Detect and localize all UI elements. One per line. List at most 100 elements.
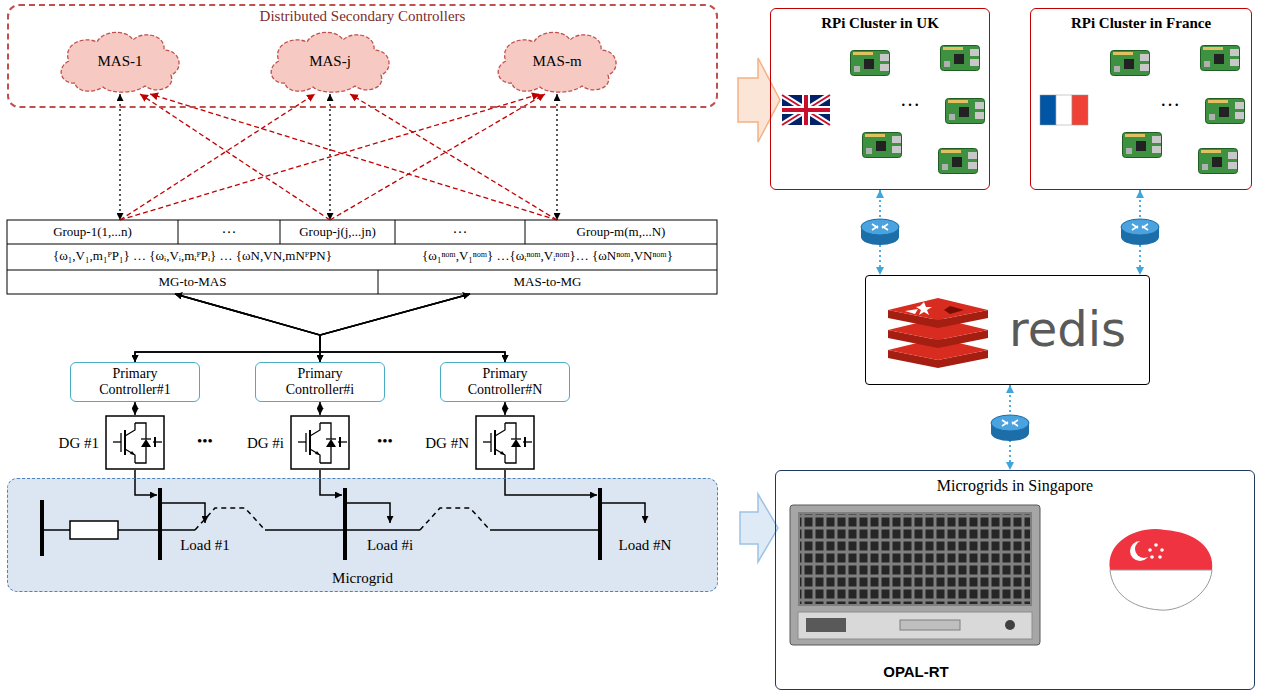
inverter-symbol: [339, 437, 341, 447]
node-text: Primary Controller#N: [447, 366, 563, 397]
connector: [504, 402, 506, 415]
cluster-box: RPi Cluster in UK: [770, 8, 990, 190]
load-label: Load #N: [615, 537, 675, 554]
redis-logo: [944, 306, 964, 314]
inverter-symbol: [298, 423, 347, 463]
node-text: DG #1: [59, 434, 99, 451]
node-text: MG-to-MAS: [159, 275, 227, 290]
inverter-symbol: [154, 437, 156, 447]
inverter-symbol: [475, 415, 535, 470]
node-text: Primary Controller#1: [77, 366, 193, 397]
microgrid-wiring: [70, 521, 118, 539]
ellipsis-dots: •••: [360, 433, 410, 450]
formula-text: {ω₁,V₁,m₁ᴾP₁} … {ωᵢ,Vᵢ,mᵢᴾPᵢ} … {ωN,VN,m…: [7, 249, 378, 264]
connector: [319, 402, 321, 415]
inverter-box: DG #N: [475, 415, 535, 470]
inverter-symbol: [298, 441, 306, 442]
group-table: [7, 220, 717, 294]
france-flag: [1072, 95, 1088, 125]
raspberry-pi-board: [1123, 133, 1162, 158]
microgrid-wiring: [320, 470, 342, 495]
opal-rt-simulator: [790, 505, 1040, 645]
microgrid-wiring: [345, 529, 420, 531]
group-table: [395, 220, 396, 244]
microgrid-wiring: [490, 529, 600, 531]
controller-box: Primary Controller#1: [70, 362, 200, 402]
agent-cloud: MAS-m: [492, 28, 622, 94]
inverter-symbol: [483, 441, 491, 442]
formula-text: {ω₁ⁿᵒᵐ,V₁ⁿᵒᵐ} …{ωᵢⁿᵒᵐ,Vᵢⁿᵒᵐ}… {ωNⁿᵒᵐ,VNⁿ…: [378, 249, 717, 264]
node-text: MAS-j: [309, 53, 351, 70]
group-table: [280, 220, 281, 244]
node-text: OPAL-RT: [791, 664, 1041, 681]
node-text: Microgrids in Singapore: [937, 477, 1093, 495]
connector: [120, 94, 540, 220]
node-text: Primary Controller#i: [262, 366, 378, 397]
inverter-symbol: [476, 416, 534, 469]
raspberry-pi-board: [851, 46, 1245, 174]
singapore-map: [1110, 570, 1212, 610]
connector: [120, 94, 315, 220]
cluster-box: RPi Cluster in France: [1030, 8, 1252, 190]
inverter-box: DG #i: [290, 415, 350, 470]
singapore-map: [1135, 540, 1153, 558]
mapping-arrow: [738, 58, 780, 562]
router-icon: [861, 219, 1159, 441]
table-cell: MAS-to-MG: [378, 270, 717, 294]
router-icon: [991, 415, 1029, 441]
redis-logo: [905, 309, 918, 314]
uk-flag: [782, 108, 830, 112]
france-flag: [1040, 95, 1088, 125]
controller-box: Primary Controller#N: [440, 362, 570, 402]
microgrid-wiring: [158, 488, 162, 560]
table-cell: Group-j(j,...jn): [280, 220, 395, 244]
node-text: MAS-1: [97, 53, 142, 70]
inverter-symbol: [141, 439, 151, 447]
redis-logo: [888, 298, 988, 368]
opal-rt-simulator: [798, 512, 1032, 606]
uk-flag: [782, 95, 830, 125]
mapping-arrow: [740, 494, 778, 562]
inverter-symbol: [291, 416, 349, 469]
connector: [330, 94, 545, 220]
singapore-map: [1110, 529, 1213, 570]
raspberry-pi-board: [939, 149, 978, 174]
microgrid-wiring: [160, 529, 195, 531]
inverter-symbol: [125, 449, 135, 463]
inverter-symbol: [505, 423, 516, 439]
microgrid-wiring: [265, 529, 345, 531]
ellipsis-dots: …: [1155, 88, 1185, 111]
inverter-symbol: [500, 451, 505, 455]
table-cell: Group-1(1,...n): [7, 220, 178, 244]
uk-flag: [782, 95, 830, 125]
inverter-symbol: [310, 423, 320, 436]
redis-logo: [916, 302, 932, 315]
table-cell: MG-to-MAS: [7, 270, 378, 294]
inverter-symbol: [130, 451, 135, 455]
opal-rt-simulator: [800, 514, 1030, 604]
microgrid-wiring: [505, 470, 597, 495]
node-text: Group-j(j,...jn): [299, 225, 376, 240]
inverter-symbol: [320, 447, 331, 463]
microgrid-wiring: [420, 508, 490, 530]
microgrid-ground: [7, 478, 718, 592]
redis-logo: [888, 298, 988, 320]
testbed-box: Microgrids in SingaporeOPAL-RT: [775, 470, 1255, 690]
inverter-symbol: [310, 449, 320, 463]
uk-flag: [782, 95, 830, 125]
inverter-symbol: [113, 441, 121, 442]
inverter-symbol: [326, 439, 336, 447]
opal-rt-simulator: [806, 618, 846, 632]
connector: [140, 94, 330, 220]
raspberry-pi-board: [1199, 149, 1238, 174]
server-box: redis: [865, 275, 1150, 385]
node-text: MAS-to-MG: [514, 275, 582, 290]
microgrid-wiring: [162, 503, 205, 523]
opal-rt-simulator: [1005, 620, 1015, 630]
microgrid-wiring: [42, 470, 645, 560]
group-table: [7, 270, 717, 271]
raspberry-pi-board: [863, 133, 902, 158]
connector: [119, 94, 120, 220]
ellipsis-cell: ···: [178, 224, 280, 241]
